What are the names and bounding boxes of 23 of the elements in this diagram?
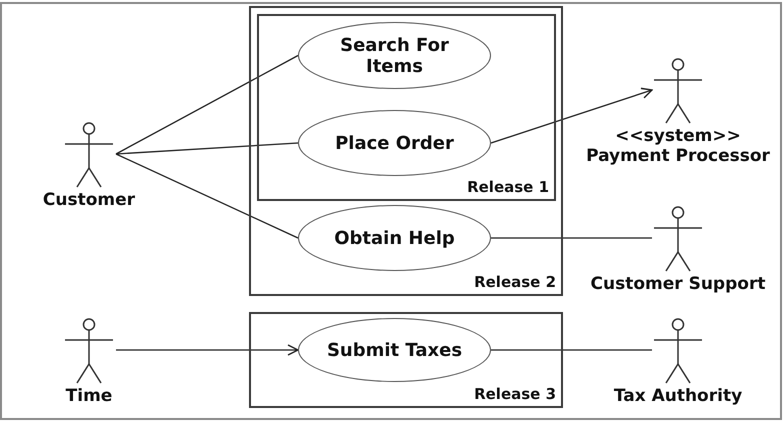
use-case-label: Submit Taxes: [326, 340, 462, 360]
use-case-label: Place Order: [335, 132, 454, 154]
release-boundary: [249, 6, 563, 296]
release-boundary: [249, 312, 563, 408]
connector-line: [116, 54, 298, 155]
actor-name: Customer Support: [590, 274, 766, 294]
arrow: [116, 344, 299, 356]
use-case-label: Search For Items: [339, 34, 450, 76]
boundary-label: Release 1: [467, 178, 549, 196]
actor-name: Customer: [42, 190, 136, 210]
stereotype-label: <<system>>: [615, 126, 741, 146]
connector-line: [116, 142, 298, 155]
actor-name: Tax Authority: [614, 386, 742, 406]
actor-name: Time: [66, 386, 112, 406]
boundary-label: Release 2: [474, 273, 556, 291]
release-boundary: [257, 14, 556, 201]
connector-line: [491, 237, 652, 239]
connector-line: [491, 349, 652, 351]
connector-line: [116, 153, 298, 239]
actor-name: Payment Processor: [586, 146, 770, 166]
arrow: [490, 88, 653, 144]
boundary-label: Release 3: [474, 385, 556, 403]
use-case-label: Obtain Help: [334, 228, 455, 248]
